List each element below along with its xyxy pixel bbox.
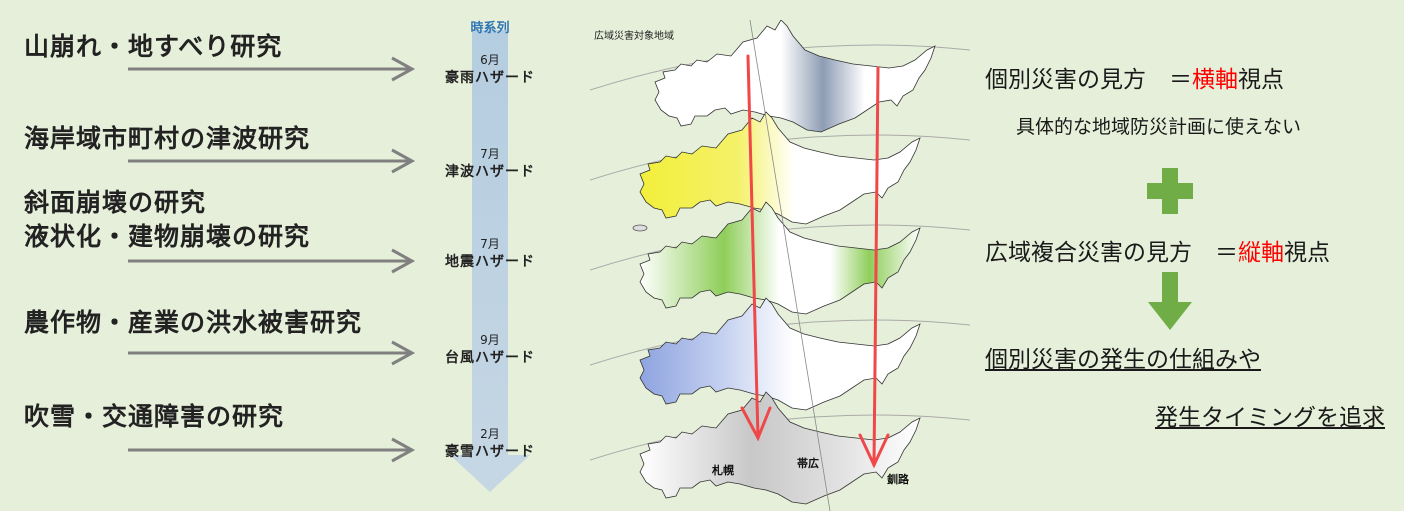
research-topic-label: 液状化・建物崩壊の研究 [24, 222, 311, 251]
research-arrow-1 [128, 56, 416, 82]
hazard-tsunami: 7月 津波ハザード [420, 146, 560, 182]
conclusion-line-2: 発生タイミングを追求 [1155, 405, 1385, 431]
research-topic-landslide: 山崩れ・地すべり研究 [24, 30, 282, 64]
map-layer-typhoon [639, 297, 921, 411]
research-arrow-2 [128, 148, 416, 174]
research-arrows [128, 56, 416, 463]
red-arrow-left [740, 54, 772, 442]
hazard-month: 7月 [480, 147, 500, 161]
hazard-heavy-snow: 2月 豪雪ハザード [420, 426, 560, 462]
timeline-arrow [450, 30, 530, 492]
red-arrow-right [858, 66, 890, 469]
research-topic-earthquake: 斜面崩壊の研究 液状化・建物崩壊の研究 [24, 186, 310, 254]
individual-view-prefix: 個別災害の見方 ＝ [985, 67, 1192, 93]
hazard-month: 6月 [480, 53, 500, 67]
hazard-name: 豪雨ハザード [445, 70, 535, 86]
research-arrow-5 [128, 437, 416, 463]
individual-view-highlight: 横軸 [1192, 67, 1238, 93]
hazard-map-stack [590, 20, 970, 511]
hazard-name: 地震ハザード [445, 254, 535, 270]
conclusion-line-1: 個別災害の発生の仕組みや [985, 347, 1261, 373]
map-layer-earthquake [639, 201, 921, 315]
hazard-name: 台風ハザード [445, 350, 535, 366]
research-topic-label: 農作物・産業の洪水被害研究 [24, 308, 363, 337]
diagonal-guide [749, 20, 831, 511]
research-topic-flood: 農作物・産業の洪水被害研究 [24, 306, 362, 340]
individual-view-note: 具体的な地域防災計画に使えない [1016, 116, 1302, 138]
wide-view-prefix: 広域複合災害の見方 ＝ [985, 240, 1238, 266]
timeline-title: 時系列 [470, 21, 510, 36]
research-topic-label: 海岸域市町村の津波研究 [24, 124, 311, 153]
map-layer-heavy-rain [654, 20, 936, 133]
hazard-heavy-rain: 6月 豪雨ハザード [420, 52, 560, 88]
research-topic-snowstorm: 吹雪・交通障害の研究 [24, 400, 284, 434]
wide-view-heading: 広域複合災害の見方 ＝縦軸視点 [985, 233, 1330, 267]
hazard-name: 津波ハザード [445, 164, 535, 180]
map-area-label: 広域災害対象地域 [594, 31, 674, 42]
research-topic-tsunami: 海岸域市町村の津波研究 [24, 122, 310, 156]
research-topic-label: 吹雪・交通障害の研究 [24, 402, 285, 431]
down-arrow-icon [1148, 272, 1192, 330]
research-arrow-4 [128, 340, 416, 366]
research-arrow-3 [128, 248, 416, 274]
research-topic-label: 斜面崩壊の研究 [24, 188, 207, 217]
wide-view-suffix: 視点 [1284, 240, 1330, 266]
individual-view-suffix: 視点 [1238, 67, 1284, 93]
map-layer-heavy-snow [639, 391, 921, 505]
hazard-earthquake: 7月 地震ハザード [420, 236, 560, 272]
research-topic-label: 山崩れ・地すべり研究 [24, 32, 283, 61]
city-label-kushiro: 釧路 [887, 473, 909, 486]
city-label-obihiro: 帯広 [797, 457, 819, 470]
wide-view-highlight: 縦軸 [1238, 240, 1284, 266]
plus-icon [1147, 168, 1193, 214]
hazard-typhoon: 9月 台風ハザード [420, 332, 560, 368]
city-label-sapporo: 札幌 [712, 464, 734, 477]
islet [632, 224, 648, 232]
hazard-name: 豪雪ハザード [445, 444, 535, 460]
hazard-month: 2月 [480, 427, 500, 441]
hazard-month: 9月 [480, 333, 500, 347]
individual-view-heading: 個別災害の見方 ＝横軸視点 [985, 60, 1284, 94]
hazard-month: 7月 [480, 237, 500, 251]
